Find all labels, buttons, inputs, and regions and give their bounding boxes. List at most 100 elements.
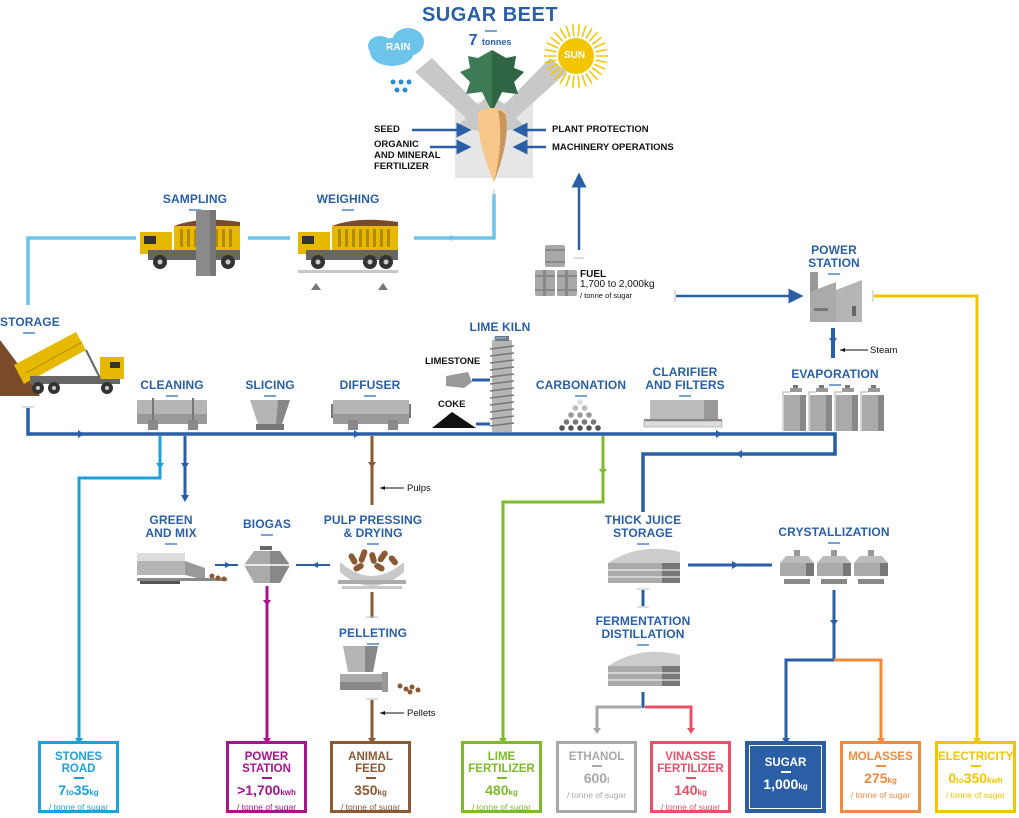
power-station-factory-icon: [810, 272, 862, 322]
output-value-number: 350: [354, 782, 378, 798]
output-unit: kg: [508, 788, 518, 797]
output-per-unit: / tonne of sugar: [48, 802, 109, 812]
output-underline: [496, 777, 507, 779]
stage-crystallization: CRYSTALLIZATION: [772, 526, 896, 544]
output-underline: [591, 765, 602, 767]
output-value-number: 600: [583, 770, 608, 786]
sun-label: SUN: [564, 50, 586, 61]
beet-quantity: 7 tonnes: [460, 32, 520, 50]
output-underline: [875, 765, 886, 767]
stage-power-station: POWER STATION: [792, 244, 876, 275]
output-value: 140kg: [653, 782, 728, 801]
output-value-number: 7: [58, 782, 67, 798]
storage-dump-truck-icon: [0, 332, 124, 396]
output-unit: kg: [798, 782, 808, 791]
stage-biogas: BIOGAS: [232, 518, 302, 536]
machinery-input-label: MACHINERY OPERATIONS: [552, 142, 674, 153]
beet-input-arrows: [412, 122, 546, 155]
crystallization-tanks-icon: [780, 550, 888, 584]
pellets-label: Pellets: [407, 708, 436, 719]
output-value-upper: 35: [73, 782, 90, 798]
output-per-unit: / tonne of sugar: [660, 802, 721, 812]
output-title: VINASSE FERTILIZER: [657, 751, 724, 775]
stage-pelleting: PELLETING: [330, 627, 416, 645]
output-value-number: 480: [485, 782, 509, 798]
diffuser-icon: [331, 400, 411, 430]
limestone-label: LIMESTONE: [425, 356, 481, 367]
thick-juice-tank-icon: [608, 548, 680, 583]
delivery-flow-line: [26, 194, 496, 305]
stage-diffuser: DIFFUSER: [330, 379, 410, 397]
main-process-line: [26, 408, 837, 512]
output-value-to: to: [66, 788, 74, 797]
slicing-machine-icon: [250, 400, 290, 430]
output-title: ELECTRICITY: [938, 751, 1014, 763]
output-value-number: 0: [948, 770, 957, 786]
stage-pulp-pressing: PULP PRESSING & DRYING: [318, 514, 428, 545]
output-value: 1,000kg: [748, 776, 823, 795]
weigh-scale-icon: [298, 270, 398, 290]
output-box-power-station: POWER STATION>1,700kwh/ tonne of sugar: [226, 741, 307, 813]
diagram-title: SUGAR BEET: [421, 4, 559, 26]
stage-lime-kiln: LIME KILN: [460, 321, 540, 339]
output-value-number: 275: [864, 770, 888, 786]
pelleting-machine-icon: [340, 646, 421, 695]
sugar-flow-line: [784, 658, 834, 740]
output-underline: [685, 777, 696, 779]
stage-fermentation: FERMENTATION DISTILLATION: [588, 615, 698, 646]
stage-weighing: WEIGHING: [308, 193, 388, 211]
output-per-unit: / tonne of sugar: [566, 790, 627, 800]
stage-slicing: SLICING: [230, 379, 310, 397]
evaporation-tanks-icon: [782, 385, 884, 431]
vinasse-flow-line: [645, 705, 693, 730]
stage-storage: STORAGE: [0, 316, 60, 334]
stage-cleaning: CLEANING: [132, 379, 212, 397]
output-underline: [73, 777, 84, 779]
output-value: 0to350kwh: [938, 770, 1013, 789]
output-title: ANIMAL FEED: [348, 751, 393, 775]
sun-arrow-icon: [492, 58, 567, 132]
output-title: MOLASSES: [848, 751, 913, 763]
stage-thick-juice: THICK JUICE STORAGE: [598, 514, 688, 545]
fuel-barrels-icon: [535, 245, 577, 296]
output-unit: kg: [377, 788, 387, 797]
pulps-label: Pulps: [407, 483, 431, 494]
sun-icon: [544, 24, 608, 88]
steam-label: Steam: [870, 345, 898, 356]
output-title: POWER STATION: [242, 751, 291, 775]
output-unit: kg: [89, 788, 99, 797]
stage-carbonation: CARBONATION: [534, 379, 628, 397]
weighing-truck-icon: [298, 219, 398, 269]
output-unit: kg: [697, 788, 707, 797]
output-value: 350kg: [333, 782, 408, 801]
coke-label: COKE: [438, 399, 466, 410]
seed-input-label: SEED: [374, 124, 400, 135]
output-unit: kg: [887, 776, 897, 785]
output-per-unit: / tonne of sugar: [340, 802, 401, 812]
stones-flow-line: [77, 436, 162, 740]
lime-fertilizer-flow-line: [501, 436, 605, 740]
output-underline: [780, 771, 791, 773]
output-value: 275kg: [843, 770, 918, 789]
stage-sampling: SAMPLING: [155, 193, 235, 211]
output-unit: kwh: [987, 776, 1003, 785]
limestone-icon: [446, 372, 490, 388]
electricity-flow-line: [874, 294, 979, 744]
output-title: STONES ROAD: [54, 751, 103, 775]
output-value: 7to35kg: [41, 782, 116, 801]
green-mix-machine-icon: [137, 553, 227, 584]
output-unit: l: [607, 776, 610, 785]
output-value-number: 1,000: [763, 776, 799, 792]
output-unit: kwh: [280, 788, 296, 797]
output-title: ETHANOL: [568, 751, 625, 763]
pulp-press-icon: [338, 549, 406, 589]
beet-illustration: [415, 50, 567, 182]
output-underline: [970, 765, 981, 767]
output-per-unit: / tonne of sugar: [471, 802, 532, 812]
